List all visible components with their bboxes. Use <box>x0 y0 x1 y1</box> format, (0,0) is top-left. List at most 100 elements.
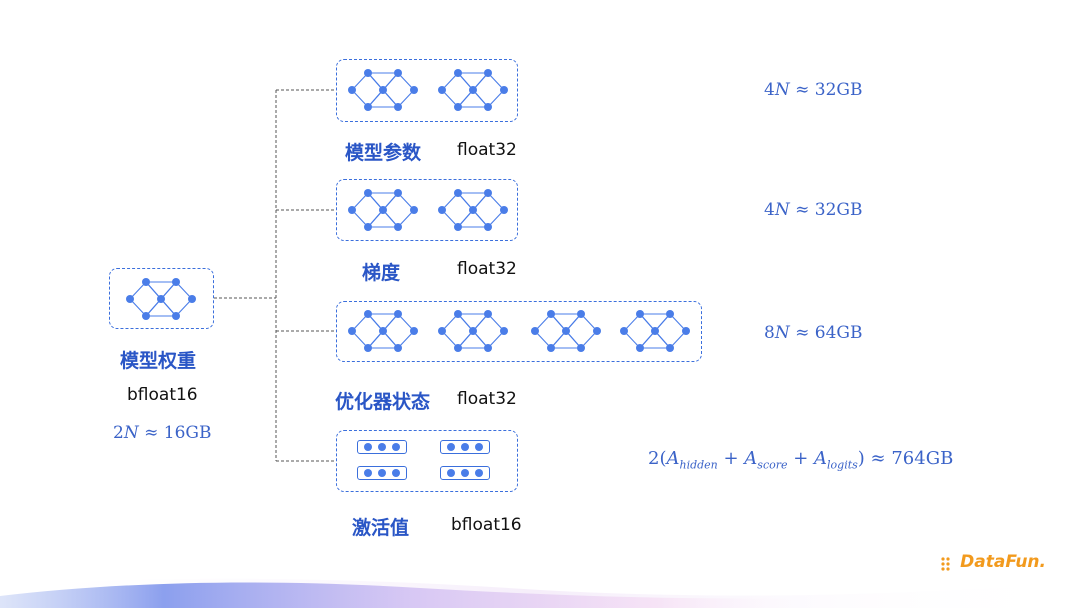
optimizer-memory: 8N ≈ 64GB <box>764 323 863 343</box>
network-icon <box>438 310 508 352</box>
network-node <box>454 310 462 318</box>
network-node <box>364 223 372 231</box>
params-memory: 4N ≈ 32GB <box>764 80 863 100</box>
optimizer-box <box>336 301 702 362</box>
network-node <box>547 344 555 352</box>
network-node <box>394 189 402 197</box>
network-icon <box>438 189 508 231</box>
network-node <box>500 86 508 94</box>
network-node <box>172 312 180 320</box>
network-node <box>348 86 356 94</box>
network-node <box>394 310 402 318</box>
activations-box <box>336 430 518 492</box>
network-node <box>651 327 659 335</box>
network-node <box>172 278 180 286</box>
network-node <box>348 206 356 214</box>
network-node <box>394 223 402 231</box>
network-node <box>394 69 402 77</box>
network-node <box>500 327 508 335</box>
network-node <box>438 327 446 335</box>
network-node <box>157 295 165 303</box>
network-node <box>469 327 477 335</box>
network-node <box>484 69 492 77</box>
network-node <box>142 312 150 320</box>
network-node <box>379 86 387 94</box>
network-node <box>394 344 402 352</box>
network-node <box>666 310 674 318</box>
network-node <box>438 206 446 214</box>
network-node <box>636 344 644 352</box>
network-node <box>410 206 418 214</box>
network-node <box>469 206 477 214</box>
weights-dtype: bfloat16 <box>127 385 198 405</box>
optimizer-title: 优化器状态 <box>335 391 431 413</box>
datafun-logo-icon <box>941 557 950 571</box>
network-node <box>379 206 387 214</box>
weights-memory: 2N ≈ 16GB <box>113 423 212 443</box>
weights-box <box>109 268 214 329</box>
network-node <box>620 327 628 335</box>
network-node <box>394 103 402 111</box>
params-title: 模型参数 <box>345 142 422 164</box>
network-icon <box>126 278 196 320</box>
network-node <box>547 310 555 318</box>
activations-dtype: bfloat16 <box>451 515 522 535</box>
network-node <box>348 327 356 335</box>
network-node <box>484 223 492 231</box>
grads-title: 梯度 <box>362 262 401 284</box>
network-node <box>484 103 492 111</box>
network-node <box>454 223 462 231</box>
network-node <box>454 103 462 111</box>
network-icon <box>620 310 690 352</box>
grads-box <box>336 179 518 241</box>
optimizer-dtype: float32 <box>457 389 517 409</box>
network-node <box>577 310 585 318</box>
network-node <box>142 278 150 286</box>
activation-row <box>357 466 407 480</box>
datafun-logo: DataFun. <box>960 552 1046 572</box>
network-node <box>364 189 372 197</box>
network-node <box>682 327 690 335</box>
network-node <box>454 69 462 77</box>
footer-gradient-wave <box>0 578 1080 608</box>
network-node <box>562 327 570 335</box>
network-node <box>364 310 372 318</box>
activations-title: 激活值 <box>352 517 410 539</box>
network-node <box>364 103 372 111</box>
network-icon <box>348 310 418 352</box>
activation-row <box>357 440 407 454</box>
network-node <box>469 86 477 94</box>
network-icon <box>438 69 508 111</box>
params-dtype: float32 <box>457 140 517 160</box>
network-icon <box>348 189 418 231</box>
network-node <box>379 327 387 335</box>
network-node <box>484 310 492 318</box>
network-node <box>593 327 601 335</box>
network-icon <box>531 310 601 352</box>
network-node <box>484 189 492 197</box>
network-node <box>531 327 539 335</box>
activation-row <box>440 440 490 454</box>
grads-memory: 4N ≈ 32GB <box>764 200 863 220</box>
params-box <box>336 59 518 122</box>
network-node <box>666 344 674 352</box>
network-node <box>454 189 462 197</box>
activation-row <box>440 466 490 480</box>
activations-memory-formula: 2(Ahidden + Ascore + Alogits) ≈ 764GB <box>648 448 954 472</box>
network-node <box>636 310 644 318</box>
weights-title: 模型权重 <box>120 350 197 372</box>
grads-dtype: float32 <box>457 259 517 279</box>
network-node <box>364 69 372 77</box>
network-node <box>438 86 446 94</box>
network-node <box>364 344 372 352</box>
network-node <box>500 206 508 214</box>
network-node <box>410 327 418 335</box>
network-node <box>577 344 585 352</box>
network-icon <box>348 69 418 111</box>
network-node <box>484 344 492 352</box>
network-node <box>188 295 196 303</box>
network-node <box>410 86 418 94</box>
network-node <box>126 295 134 303</box>
network-node <box>454 344 462 352</box>
